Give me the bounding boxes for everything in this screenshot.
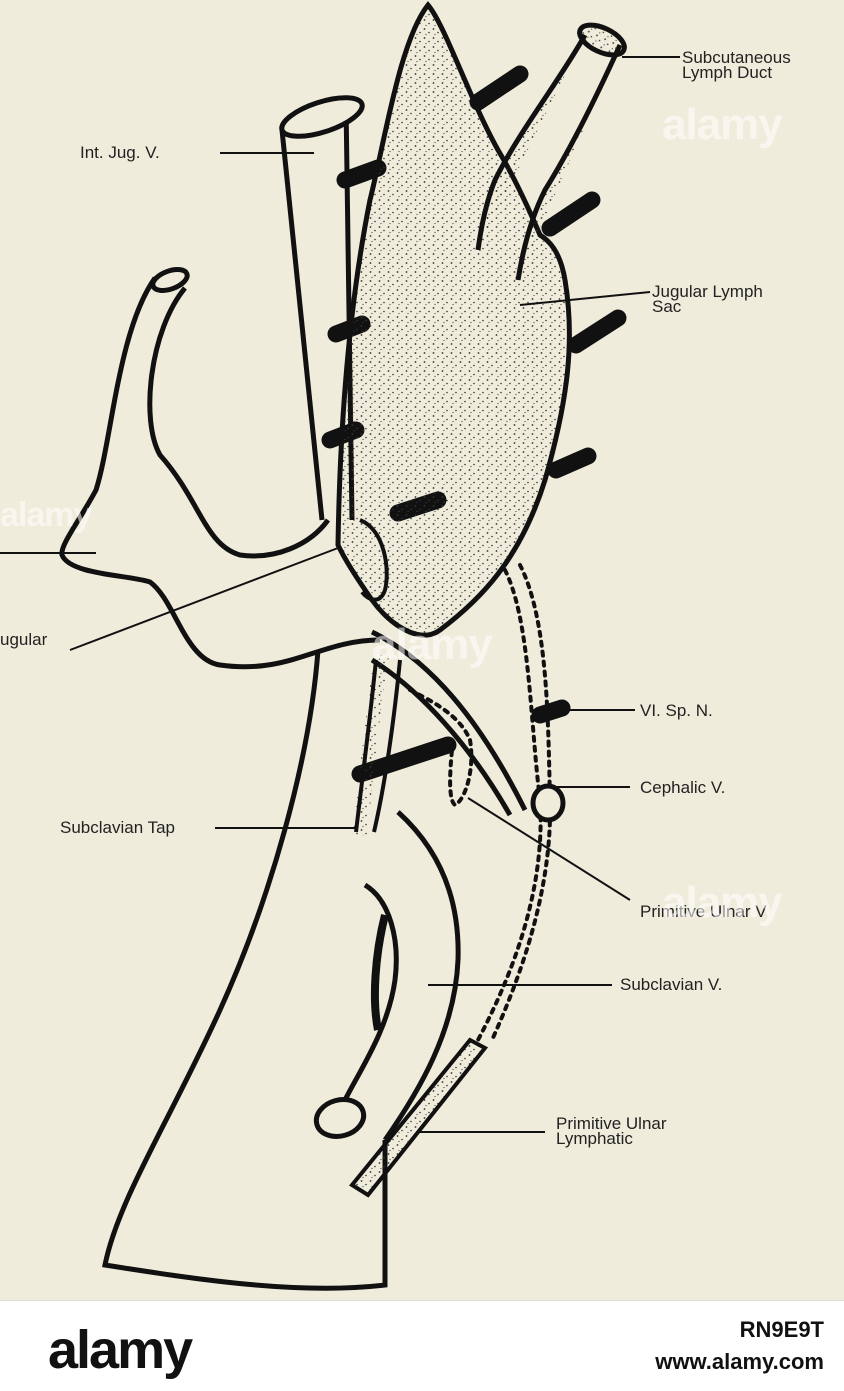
- label-subcutaneous-lymph-duct: Subcutaneous Lymph Duct: [682, 48, 791, 82]
- diagram-drawing: [0, 1, 680, 1291]
- site-url: www.alamy.com: [655, 1349, 824, 1374]
- watermark: alamy: [662, 100, 783, 149]
- label-primitive-ulnar-lymphatic: Primitive Ulnar Lymphatic: [556, 1114, 667, 1148]
- alamy-logo: alamy: [48, 1320, 193, 1380]
- label-subclavian-tap: Subclavian Tap: [60, 818, 175, 837]
- label-internal-jugular-vein: Int. Jug. V.: [80, 143, 160, 162]
- label-jugular-lymph-sac: Jugular Lymph Sac: [652, 282, 763, 316]
- anatomical-diagram: Subcutaneous Lymph Duct Int. Jug. V. Jug…: [0, 1, 791, 1291]
- watermark: alamy: [0, 496, 92, 534]
- watermark: alamy: [372, 620, 493, 669]
- cephalic-vein: [370, 629, 566, 823]
- stock-footer: alamy RN9E9T www.alamy.com: [0, 1300, 844, 1391]
- label-primitive-ulnar-vein: Primitive Ulnar V: [640, 902, 767, 921]
- spinal-nerve-bars: [321, 65, 627, 783]
- subclavian-vein: [102, 649, 461, 1291]
- label-cephalic-vein: Cephalic V.: [640, 778, 726, 797]
- label-subclavian-vein: Subclavian V.: [620, 975, 723, 994]
- watermark: alamy: [662, 878, 783, 927]
- label-vi-spinal-nerve: VI. Sp. N.: [640, 701, 713, 720]
- jugular-lymph-sac: [335, 1, 572, 638]
- primitive-ulnar-lymphatic: [349, 1037, 489, 1198]
- anterior-cardinal-vein: [59, 267, 381, 670]
- leader-lines: [0, 56, 680, 1133]
- subcutaneous-lymph-duct: [475, 22, 627, 281]
- label-jugular-cut: ugular: [0, 630, 48, 649]
- image-code: RN9E9T: [739, 1317, 824, 1342]
